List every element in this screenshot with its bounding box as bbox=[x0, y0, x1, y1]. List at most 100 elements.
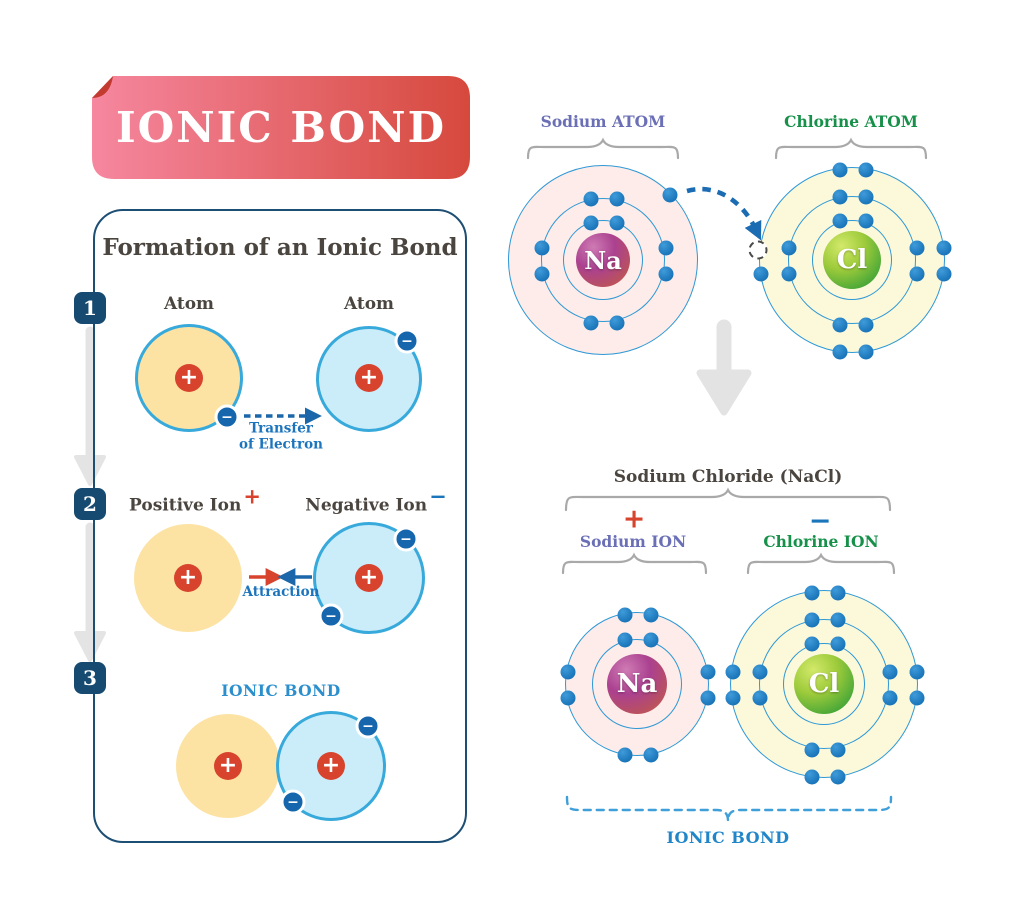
electron-dot bbox=[617, 747, 633, 763]
sodium-atom-model: Na bbox=[508, 165, 698, 355]
electron-dot bbox=[909, 690, 925, 706]
step1-left-nucleus-plus: + bbox=[175, 364, 203, 392]
chlorine-ion-minus-sign: − bbox=[808, 505, 832, 537]
brace-chlorine-atom bbox=[774, 137, 928, 160]
step3-electron-minus: − bbox=[355, 713, 381, 739]
step-2-badge: 2 bbox=[74, 488, 106, 520]
electron-dot bbox=[609, 315, 625, 331]
transfer-of-electron-label: Transfer of Electron bbox=[239, 420, 323, 452]
electron-dot bbox=[752, 664, 768, 680]
electron-dot bbox=[830, 636, 846, 652]
electron-dot bbox=[936, 240, 952, 256]
electron-dot bbox=[882, 690, 898, 706]
chlorine-ion-model: Cl bbox=[725, 585, 925, 785]
brace-chlorine-ion bbox=[746, 552, 896, 575]
chlorine-ion-shell-1 bbox=[783, 643, 865, 725]
electron-dot bbox=[752, 690, 768, 706]
step3-right-nucleus-plus: + bbox=[317, 752, 345, 780]
electron-dot bbox=[617, 607, 633, 623]
electron-dot bbox=[858, 344, 874, 360]
panel-heading: Formation of an Ionic Bond bbox=[102, 233, 458, 261]
bottom-ionic-bond-label: IONIC BOND bbox=[666, 827, 790, 847]
electron-dot bbox=[858, 189, 874, 205]
electron-dot bbox=[583, 215, 599, 231]
transferring-electron-dot bbox=[662, 187, 678, 203]
electron-dot bbox=[753, 266, 769, 282]
step-arrow-2-head bbox=[74, 631, 106, 662]
electron-dot bbox=[804, 612, 820, 628]
sodium-ion-shell-1 bbox=[592, 639, 682, 729]
step1-electron-minus: − bbox=[394, 328, 420, 354]
chlorine-ion-nucleus: Cl bbox=[794, 654, 854, 714]
step2-electron-minus: − bbox=[393, 526, 419, 552]
brace-sodium-ion bbox=[561, 552, 708, 575]
minus-sign: − bbox=[429, 484, 447, 509]
electron-vacancy bbox=[748, 240, 768, 260]
sodium-ion-label: Sodium ION bbox=[579, 532, 687, 552]
electron-dot bbox=[658, 266, 674, 282]
step2-left-nucleus-plus: + bbox=[174, 564, 202, 592]
electron-dot bbox=[832, 344, 848, 360]
electron-dot bbox=[643, 747, 659, 763]
positive-ion-label: Positive Ion+ bbox=[129, 484, 261, 516]
electron-dot bbox=[804, 585, 820, 601]
sodium-atom-label: Sodium ATOM bbox=[540, 112, 666, 132]
electron-dot bbox=[832, 317, 848, 333]
electron-dot bbox=[609, 215, 625, 231]
chlorine-shell-2 bbox=[788, 196, 916, 324]
electron-dot bbox=[560, 664, 576, 680]
chlorine-ion-label: Chlorine ION bbox=[763, 532, 879, 552]
electron-dot bbox=[909, 664, 925, 680]
electron-dot bbox=[832, 162, 848, 178]
electron-dot bbox=[643, 632, 659, 648]
electron-dot bbox=[832, 213, 848, 229]
chlorine-atom-model: Cl bbox=[753, 162, 952, 360]
electron-dot bbox=[583, 315, 599, 331]
step1-right-atom-label: Atom bbox=[343, 294, 395, 315]
sodium-ion-model: Na bbox=[560, 607, 716, 763]
electron-dot bbox=[700, 664, 716, 680]
electron-dot bbox=[804, 742, 820, 758]
electron-dot bbox=[858, 317, 874, 333]
step2-electron-minus: − bbox=[318, 603, 344, 629]
step1-right-nucleus-plus: + bbox=[355, 364, 383, 392]
electron-dot bbox=[832, 189, 848, 205]
step1-left-atom-label: Atom bbox=[163, 294, 215, 315]
step3-ionic-bond-label: IONIC BOND bbox=[221, 681, 341, 701]
chlorine-shell-1 bbox=[812, 220, 892, 300]
electron-dot bbox=[830, 585, 846, 601]
sodium-chloride-label: Sodium Chloride (NaCl) bbox=[613, 467, 843, 488]
electron-dot bbox=[583, 191, 599, 207]
step1-electron-minus: − bbox=[214, 404, 240, 430]
electron-dot bbox=[560, 690, 576, 706]
big-down-arrow-head bbox=[696, 369, 752, 416]
sodium-ion-plus-sign: + bbox=[622, 503, 646, 535]
electron-dot bbox=[830, 612, 846, 628]
electron-dot bbox=[725, 690, 741, 706]
electron-dot bbox=[909, 240, 925, 256]
plus-sign: + bbox=[243, 484, 261, 509]
electron-dot bbox=[804, 769, 820, 785]
sodium-shell-2 bbox=[541, 198, 665, 322]
brace-sodium-chloride bbox=[564, 487, 892, 512]
ionic-bond-dashed-bracket bbox=[565, 795, 893, 822]
brace-sodium-atom bbox=[526, 137, 680, 160]
electron-dot bbox=[617, 632, 633, 648]
electron-dot bbox=[781, 266, 797, 282]
electron-dot bbox=[882, 664, 898, 680]
step-arrow-1-head bbox=[74, 455, 106, 486]
negative-ion-label: Negative Ion− bbox=[305, 484, 447, 516]
electron-dot bbox=[936, 266, 952, 282]
step-3-badge: 3 bbox=[74, 662, 106, 694]
step3-left-nucleus-plus: + bbox=[214, 752, 242, 780]
step-1-badge: 1 bbox=[74, 292, 106, 324]
electron-transfer-curved-arrow bbox=[686, 186, 762, 241]
title-banner-shape bbox=[92, 76, 470, 179]
electron-dot bbox=[830, 769, 846, 785]
page-title: IONIC BOND bbox=[116, 103, 446, 152]
electron-dot bbox=[909, 266, 925, 282]
electron-dot bbox=[658, 240, 674, 256]
title-banner-fold bbox=[92, 76, 113, 98]
